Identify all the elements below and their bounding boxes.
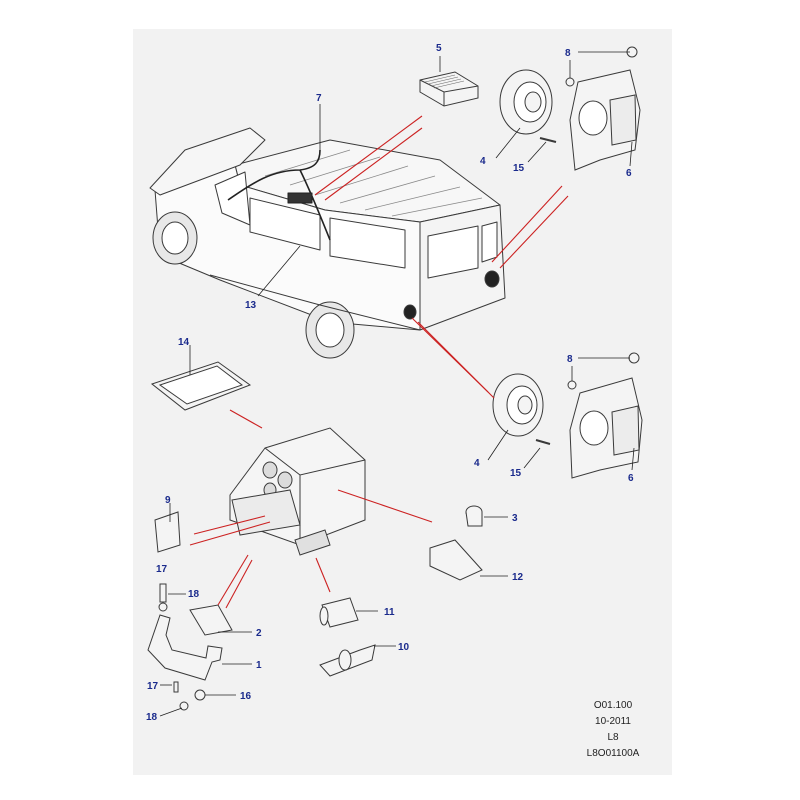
reference-date: 10-2011 [595,716,631,727]
part-14-mat [150,361,252,411]
part-10-bracket [319,644,376,677]
callout-15-lower: 15 [510,468,522,479]
callout-11: 11 [384,607,395,618]
callout-6-upper: 6 [626,168,632,179]
callout-16: 16 [240,691,252,702]
callout-labels: 5 8 7 4 15 6 13 14 8 4 15 6 9 3 17 12 18… [146,43,634,723]
callout-18-upper: 18 [188,589,200,600]
callout-3: 3 [512,513,518,524]
callout-leaders [159,51,635,717]
leader-lines [189,115,569,609]
callout-10: 10 [398,642,410,653]
part-5-amplifier [419,71,479,107]
callout-8-lower: 8 [567,354,573,365]
reference-model: L8 [607,732,619,743]
centre-console [229,427,366,556]
upper-speaker-assembly [499,46,641,171]
part-9-bracket [154,511,181,553]
callout-7: 7 [316,93,322,104]
callout-12: 12 [512,572,524,583]
callout-4-lower: 4 [474,458,480,469]
callout-14: 14 [178,337,190,348]
reference-section: O01.100 [593,700,633,711]
callout-6-lower: 6 [628,473,634,484]
callout-17-lower: 17 [147,681,159,692]
lower-speaker-assembly [492,352,643,479]
callout-1: 1 [256,660,262,671]
callout-17-upper: 17 [156,564,168,575]
part-2-cover [189,604,233,636]
callout-8-upper: 8 [565,48,571,59]
callout-15-upper: 15 [513,163,525,174]
fastener-parts [158,583,206,711]
part-11-module [319,597,359,628]
callout-2: 2 [256,628,262,639]
vehicle-illustration [149,127,506,359]
callout-5: 5 [436,43,442,54]
callout-9: 9 [165,495,171,506]
reference-drawing-number: L8O01100A [586,748,640,759]
callout-13: 13 [245,300,257,311]
part-12-bracket [429,539,483,581]
part-1-mounting-bracket [147,614,223,681]
part-3-socket [465,505,483,527]
callout-18-lower: 18 [146,712,158,723]
callout-4-upper: 4 [480,156,486,167]
